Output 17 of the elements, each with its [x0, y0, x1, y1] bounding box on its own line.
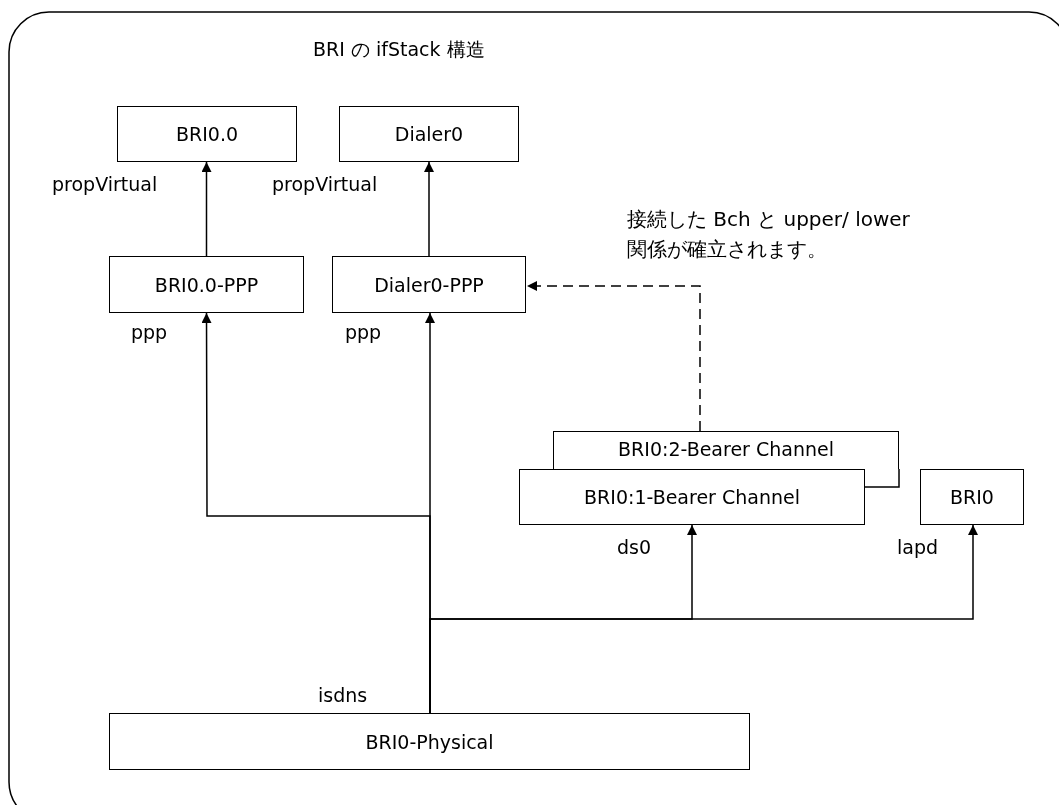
interface-box: BRI0:1-Bearer Channel: [519, 469, 865, 525]
interface-type-label: isdns: [318, 684, 368, 707]
edge-label: propVirtual: [272, 173, 378, 196]
arrow: [424, 161, 434, 257]
interface-box: BRI0.0-PPP: [109, 256, 304, 313]
edge-label: propVirtual: [52, 173, 158, 196]
annotation-text: 接続した Bch と upper/ lower 関係が確立されます。: [627, 206, 911, 263]
arrow: [201, 161, 212, 257]
interface-box: BRI0-Physical: [109, 713, 750, 770]
diagram-title: BRI の ifStack 構造: [313, 38, 485, 61]
interface-box: BRI0: [920, 469, 1024, 525]
interface-box: Dialer0: [339, 106, 519, 162]
stacked-channel-box: BRI0:2-Bearer Channel: [553, 431, 899, 469]
interface-box: BRI0.0: [117, 106, 297, 162]
interface-box: Dialer0-PPP: [332, 256, 526, 313]
edge-label: lapd: [897, 536, 939, 559]
dashed-arrow: [526, 281, 701, 432]
